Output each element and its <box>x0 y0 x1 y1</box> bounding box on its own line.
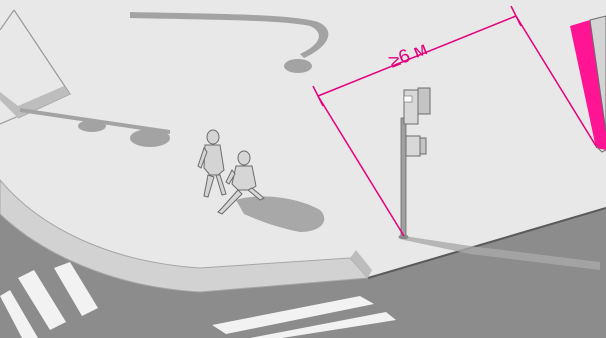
street-corner-diagram: ≥6 м <box>0 0 606 338</box>
